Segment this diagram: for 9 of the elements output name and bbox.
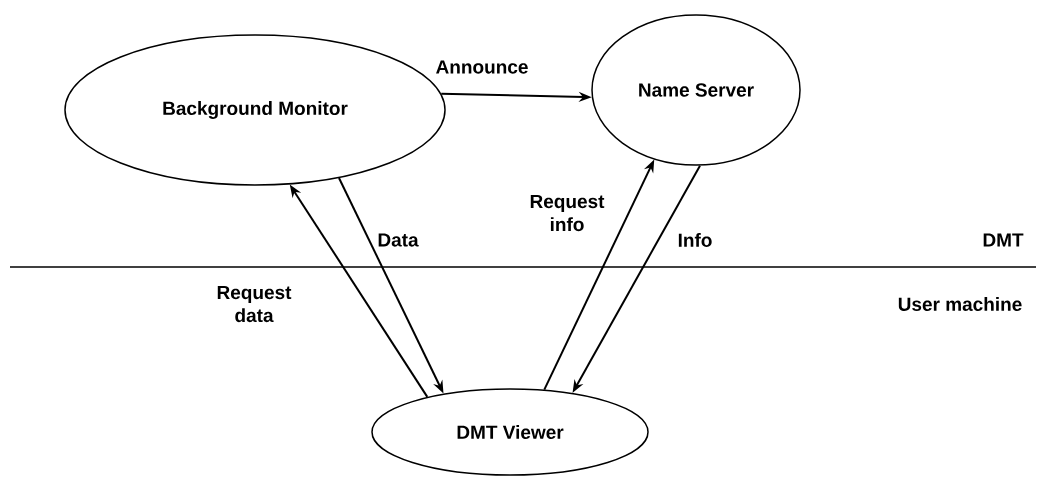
edge-label: Announce bbox=[436, 60, 528, 74]
edge-label: Request info bbox=[530, 194, 605, 232]
edge-label: Request data bbox=[217, 285, 292, 323]
ellipse-node: Name Server bbox=[591, 14, 801, 166]
ellipse-node: DMT Viewer bbox=[371, 388, 649, 476]
region-label: User machine bbox=[898, 297, 1022, 311]
region-label: DMT bbox=[983, 233, 1024, 247]
edge-label: Data bbox=[378, 233, 419, 247]
edge-label: Info bbox=[678, 233, 712, 247]
